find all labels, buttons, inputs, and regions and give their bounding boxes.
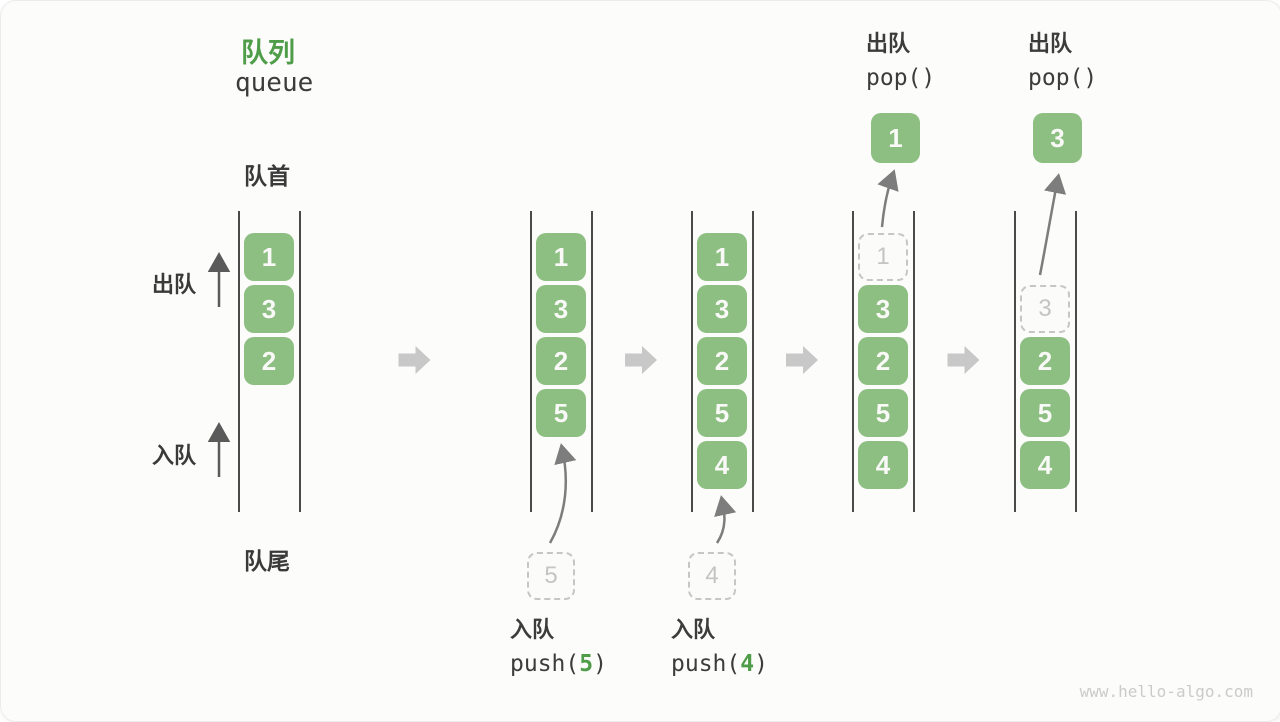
transition-arrow-icon bbox=[398, 346, 431, 374]
queue-item: 3 bbox=[244, 285, 294, 333]
pending-item: 4 bbox=[688, 552, 736, 600]
op-code: push(4) bbox=[671, 651, 768, 677]
enqueue-op-caption: 入队 push(4) bbox=[671, 617, 768, 677]
page-title: 队列 bbox=[241, 38, 295, 68]
dequeue-op-caption: 出队 pop() bbox=[1028, 31, 1097, 91]
enqueue-move-arrow-icon bbox=[714, 495, 737, 544]
queue-item: 2 bbox=[858, 337, 908, 385]
queue-wall-right bbox=[1075, 211, 1077, 512]
transition-arrow-icon bbox=[625, 346, 657, 374]
transition-arrow-icon bbox=[786, 346, 818, 374]
queue-item: 4 bbox=[697, 441, 747, 489]
queue-item: 3 bbox=[858, 285, 908, 333]
op-code: pop() bbox=[866, 65, 936, 91]
enqueue-move-arrow-icon bbox=[548, 443, 577, 544]
watermark: www.hello-algo.com bbox=[1079, 682, 1253, 701]
queue-item: 4 bbox=[858, 441, 908, 489]
queue-item: 5 bbox=[697, 389, 747, 437]
queue-wall-left bbox=[238, 211, 240, 512]
queue-item: 2 bbox=[536, 337, 586, 385]
op-code: push(5) bbox=[510, 651, 607, 677]
queue-item: 5 bbox=[858, 389, 908, 437]
queue-item: 2 bbox=[697, 337, 747, 385]
queue-item: 4 bbox=[1020, 441, 1070, 489]
dequeue-move-arrow-icon bbox=[1038, 173, 1067, 276]
queue-item: 3 bbox=[697, 285, 747, 333]
queue-wall-right bbox=[752, 211, 754, 512]
popped-item: 1 bbox=[871, 113, 920, 163]
queue-wall-left bbox=[1014, 211, 1016, 512]
label-enqueue: 入队 bbox=[152, 443, 197, 468]
label-queue-rear: 队尾 bbox=[244, 548, 290, 574]
page-subtitle: queue bbox=[235, 68, 314, 98]
queue-item: 2 bbox=[1020, 337, 1070, 385]
queue-wall-left bbox=[852, 211, 854, 512]
queue-item: 2 bbox=[244, 337, 294, 385]
queue-item: 3 bbox=[536, 285, 586, 333]
label-dequeue: 出队 bbox=[152, 272, 197, 297]
dequeue-op-caption: 出队 pop() bbox=[866, 31, 935, 91]
queue-item: 5 bbox=[1020, 389, 1070, 437]
op-code: pop() bbox=[1028, 65, 1098, 91]
queue-item: 5 bbox=[536, 389, 586, 437]
queue-item-dashed: 1 bbox=[858, 233, 908, 281]
dequeue-move-arrow-icon bbox=[877, 169, 899, 228]
op-label: 入队 bbox=[671, 617, 716, 642]
queue-item-dashed: 3 bbox=[1020, 285, 1070, 333]
op-label: 出队 bbox=[866, 31, 911, 56]
popped-item: 3 bbox=[1033, 113, 1082, 163]
queue-wall-left bbox=[530, 211, 532, 512]
label-queue-front: 队首 bbox=[244, 163, 290, 189]
enqueue-op-caption: 入队 push(5) bbox=[510, 617, 607, 677]
transition-arrow-icon bbox=[947, 346, 980, 374]
pending-item: 5 bbox=[527, 552, 575, 600]
queue-item: 1 bbox=[536, 233, 586, 281]
queue-wall-right bbox=[591, 211, 593, 512]
queue-wall-left bbox=[691, 211, 693, 512]
op-label: 入队 bbox=[510, 617, 555, 642]
op-label: 出队 bbox=[1028, 31, 1073, 56]
queue-wall-right bbox=[299, 211, 301, 512]
queue-item: 1 bbox=[244, 233, 294, 281]
queue-wall-right bbox=[913, 211, 915, 512]
queue-item: 1 bbox=[697, 233, 747, 281]
